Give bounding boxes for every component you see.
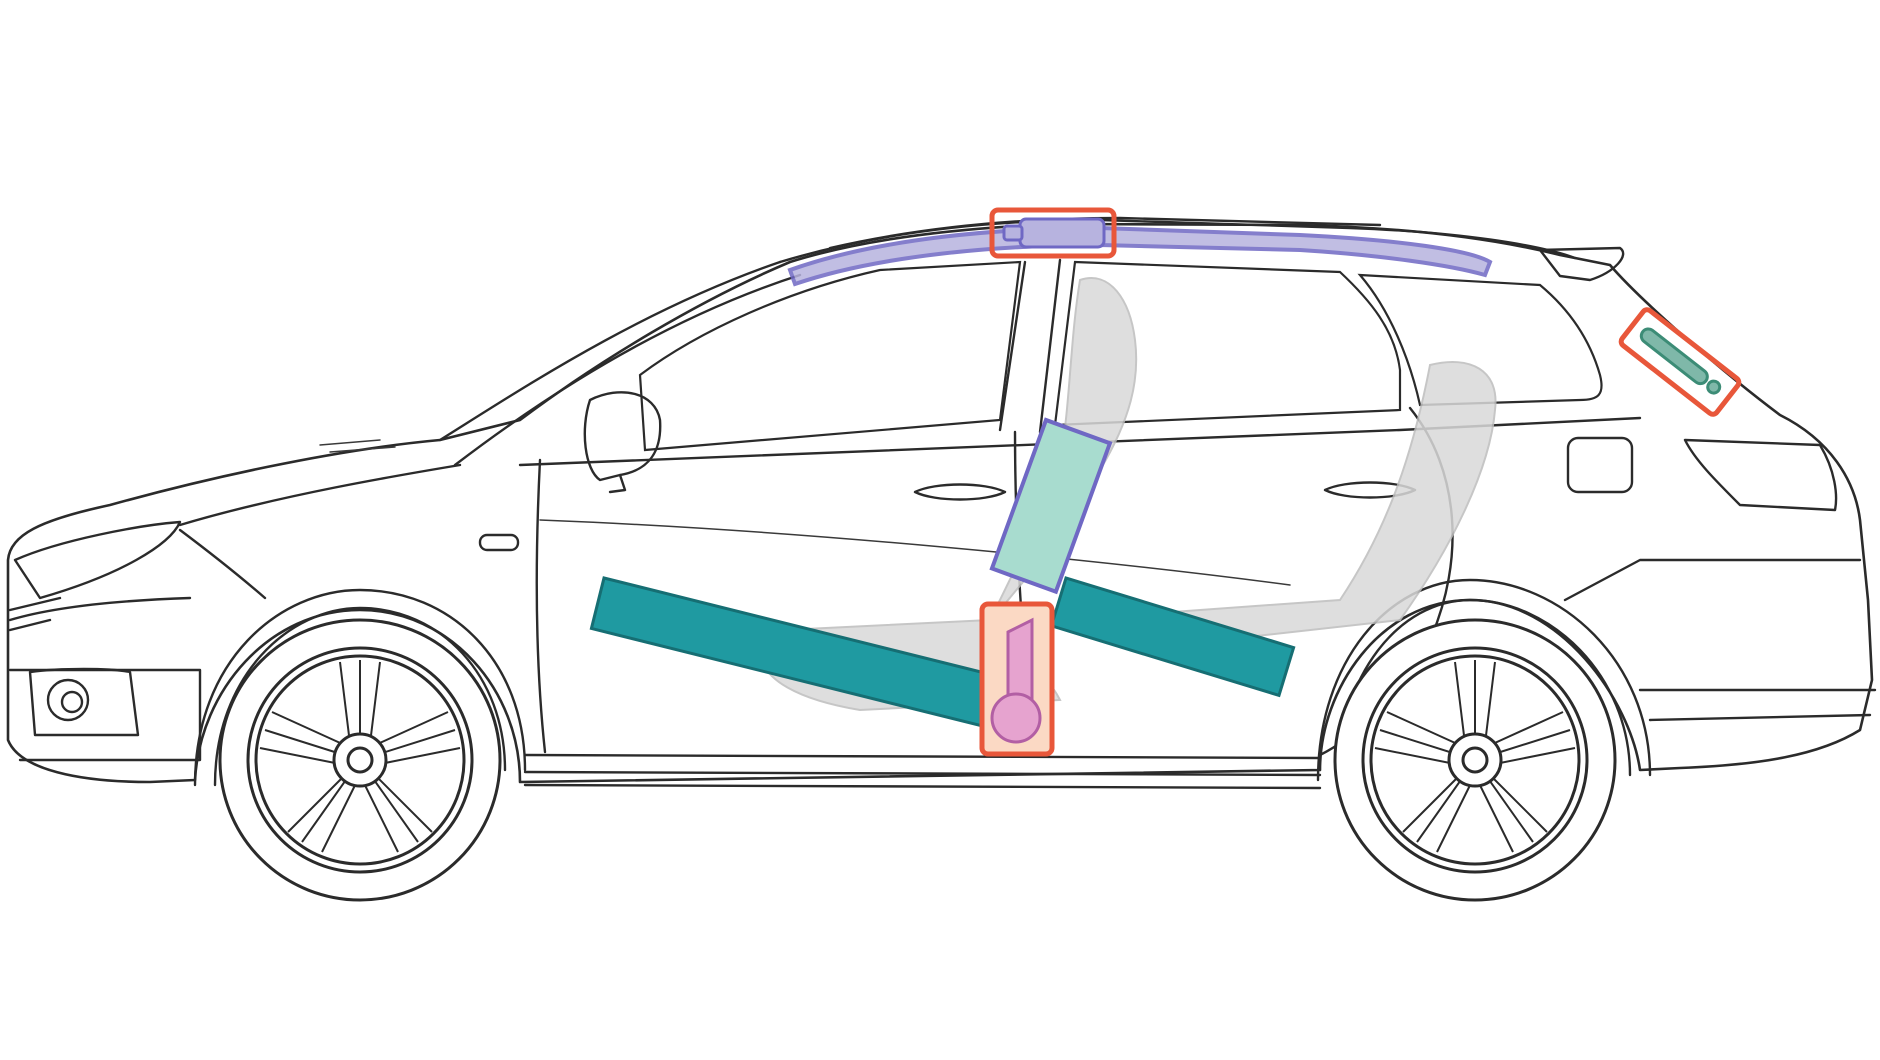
body-crease xyxy=(539,519,1291,586)
rear-bumper xyxy=(1638,688,1877,722)
rear-pillar-inflator-highlight xyxy=(1618,307,1742,417)
headlight xyxy=(13,520,182,600)
seat-inflator-stem xyxy=(1006,617,1034,702)
front-bumper xyxy=(8,596,192,622)
front-wheel-arch xyxy=(193,588,527,787)
front-wheel xyxy=(218,618,502,902)
rear-wheel xyxy=(1333,618,1617,902)
rear-pillar-inflator-end xyxy=(1706,379,1722,395)
tail-light xyxy=(1683,438,1838,512)
fog-lamp xyxy=(46,678,90,722)
rear-seat-back xyxy=(1121,361,1497,652)
roof-inflator-nozzle xyxy=(1002,224,1024,242)
b-pillar xyxy=(998,258,1062,434)
front-seat-side-airbag xyxy=(989,417,1113,595)
a-pillar xyxy=(453,273,802,467)
front-spokes xyxy=(259,660,461,853)
side-impact-beam-rear xyxy=(1049,576,1296,698)
beltline xyxy=(518,416,1642,467)
curtain-airbag xyxy=(787,225,1493,287)
front-window xyxy=(638,260,1022,452)
rear-wheel-arch xyxy=(1316,578,1652,782)
front-door-handle xyxy=(913,483,1007,501)
rocker-panel xyxy=(523,753,1322,790)
hood-line xyxy=(178,463,462,527)
rear-spokes xyxy=(1374,660,1576,853)
grille-lines xyxy=(8,596,62,632)
rear-door-window xyxy=(1053,260,1402,427)
roof-inflator xyxy=(1018,217,1106,249)
fender-crease xyxy=(178,528,267,600)
seat-inflator-group xyxy=(979,601,1055,757)
rear-body-crease xyxy=(1563,558,1862,602)
seat-inflator xyxy=(990,692,1042,744)
mirror-arm xyxy=(608,473,627,494)
fog-lamp-inner xyxy=(60,690,84,714)
fuel-flap xyxy=(1566,436,1634,494)
front-hub-center xyxy=(346,746,374,774)
side-marker xyxy=(478,533,520,552)
quarter-window xyxy=(1357,273,1603,407)
rear-pillar-inflator-group xyxy=(1618,307,1742,417)
rear-hub-center xyxy=(1461,746,1489,774)
rear-pillar-inflator xyxy=(1639,327,1709,386)
hood-vent xyxy=(319,439,396,453)
roof-inflator-highlight xyxy=(989,207,1117,259)
fog-lamp-housing xyxy=(28,667,140,737)
roof-inflator-group xyxy=(989,207,1117,259)
front-door-front-edge xyxy=(535,458,547,754)
rear-spoiler xyxy=(1538,246,1625,282)
windshield-edge xyxy=(438,260,782,442)
